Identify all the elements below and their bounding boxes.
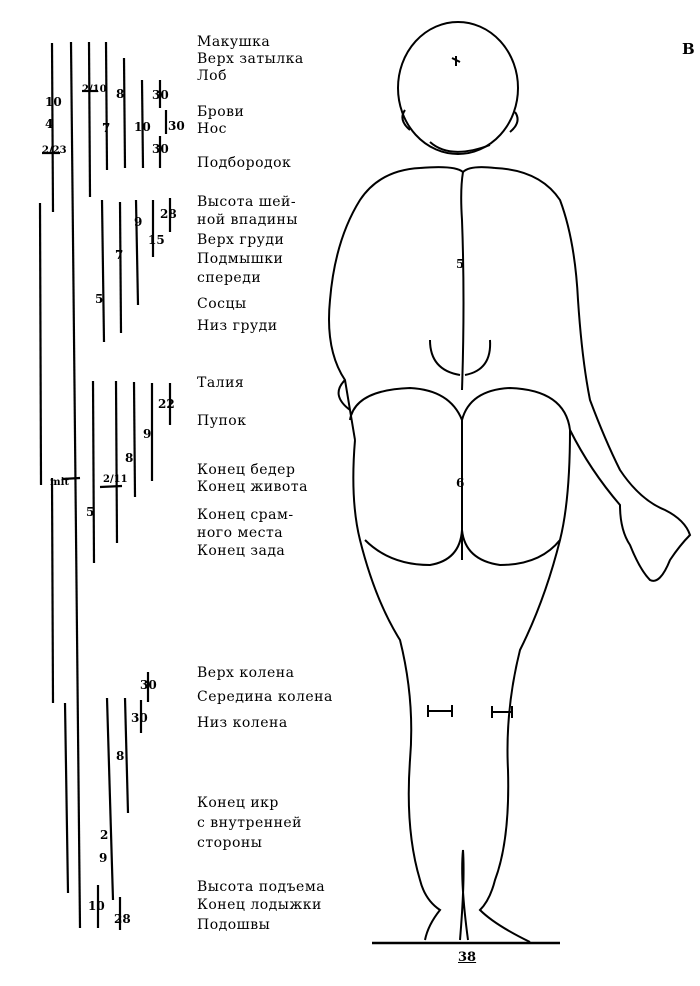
measure-mark: 4 <box>45 117 54 131</box>
label-soles: Подошвы <box>197 917 271 933</box>
measure-mark: 22 <box>158 397 175 411</box>
measure-mark: 9 <box>143 427 152 441</box>
label-neck-hollow-2: ной впадины <box>197 212 299 228</box>
label-knee-top: Верх колена <box>197 665 295 681</box>
label-chest-top: Верх груди <box>197 232 285 248</box>
label-neck-hollow-1: Высота шей- <box>197 194 297 210</box>
label-armpits-2: спереди <box>197 270 262 286</box>
measure-mark: 9 <box>134 215 143 229</box>
measure-mark: 10 <box>88 899 105 913</box>
label-navel: Пупок <box>197 413 247 429</box>
label-hips-end: Конец бедер <box>197 462 296 478</box>
label-chest-bottom: Низ груди <box>197 318 278 334</box>
label-pubic-end-1: Конец срам- <box>197 507 294 523</box>
measure-mark: 15 <box>148 233 165 247</box>
label-calves-end-2: с внутренней <box>197 815 303 831</box>
head <box>397 21 519 155</box>
measure-mark: 5 <box>86 505 95 519</box>
label-waist: Талия <box>197 375 245 391</box>
label-nipples: Сосцы <box>197 296 247 312</box>
label-knee-middle: Середина колена <box>197 689 333 705</box>
label-armpits-1: Подмышки <box>197 251 284 267</box>
measure-mark: 8 <box>125 451 134 465</box>
label-belly-end: Конец живота <box>197 479 308 495</box>
figure-number: 38 <box>458 950 477 965</box>
measure-mark: 7 <box>102 121 111 135</box>
measure-mark: 2 <box>100 828 109 842</box>
label-chin: Подбородок <box>197 155 292 171</box>
label-knee-bottom: Низ колена <box>197 715 288 731</box>
label-back-of-head-top: Верх затылка <box>197 51 304 67</box>
measure-mark: 30 <box>152 142 169 156</box>
measure-mark: 30 <box>140 678 157 692</box>
label-crown: Макушка <box>197 34 271 50</box>
label-pubic-end-2: ного места <box>197 525 284 541</box>
measure-mark: 2/11 <box>103 474 128 485</box>
label-eyebrows: Брови <box>197 104 245 120</box>
measure-mark: 30 <box>131 711 148 725</box>
measure-mark: 10 <box>134 120 151 134</box>
label-calves-end-3: стороны <box>197 835 263 851</box>
measure-mark: 30 <box>152 88 169 102</box>
label-buttocks-end: Конец зада <box>197 543 286 559</box>
human-figure-back-view <box>328 21 692 945</box>
measure-mark: 8 <box>116 87 125 101</box>
measure-mark: 2/10 <box>82 84 107 95</box>
label-nose: Нос <box>197 121 227 137</box>
measure-mark: 9 <box>99 851 108 865</box>
label-ankle-end: Конец лодыжки <box>197 897 322 913</box>
proportion-lines <box>38 41 172 930</box>
corner-letter: B <box>682 40 695 58</box>
measure-mark: 7 <box>115 248 124 262</box>
measure-mark: 30 <box>168 119 185 133</box>
measure-mark: 2/23 <box>42 145 67 156</box>
body-mark: 6 <box>456 476 465 490</box>
measure-mark: 28 <box>160 207 177 221</box>
measure-mark: 28 <box>114 912 131 926</box>
label-calves-end-1: Конец икр <box>197 795 279 811</box>
label-forehead: Лоб <box>197 68 228 84</box>
measure-mark: 8 <box>116 749 125 763</box>
body-mark: 5 <box>456 257 465 271</box>
label-instep-height: Высота подъема <box>197 879 326 895</box>
measure-mark: 10 <box>45 95 62 109</box>
measure-mark: mit <box>50 477 69 488</box>
measure-mark: 5 <box>95 292 104 306</box>
